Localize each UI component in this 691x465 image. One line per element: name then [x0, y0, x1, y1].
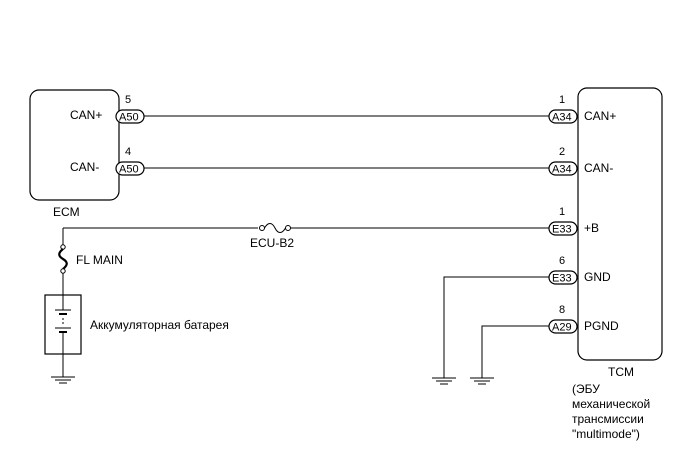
gnd-ground-icon — [432, 377, 456, 385]
ecm-connector-label-2: A50 — [119, 164, 139, 176]
tcm-pin-can-minus-signal: CAN- — [584, 161, 613, 175]
tcm-connector-label-3: E33 — [552, 224, 572, 236]
gnd-wire — [443, 276, 549, 378]
battery-label: Аккумуляторная батарея — [90, 318, 229, 332]
fl-main-label: FL MAIN — [76, 253, 123, 267]
tcm-description-line-2: механической — [572, 397, 650, 411]
tcm-pin-pgnd-signal: PGND — [584, 319, 619, 333]
ecu-b2-fuse-icon — [259, 223, 291, 233]
tcm-pin-can-minus-number: 2 — [559, 146, 565, 158]
tcm-pin-pgnd-number: 8 — [559, 304, 565, 316]
tcm-label: TCM — [608, 365, 634, 379]
tcm-pin-gnd-number: 6 — [559, 255, 565, 267]
fl-main-fusible-link-icon — [58, 244, 68, 274]
ecm-pin-can-minus-signal: CAN- — [70, 160, 99, 174]
tcm-connector-a34-can-plus — [548, 109, 578, 124]
pgnd-ground-icon — [470, 377, 494, 385]
ecm-pin-can-minus-number: 4 — [125, 146, 131, 158]
ecm-label: ECM — [53, 205, 80, 219]
battery-ground-icon — [51, 376, 75, 384]
tcm-connector-label-5: A29 — [552, 322, 572, 334]
tcm-connector-label-4: E33 — [552, 273, 572, 285]
tcm-connector-label-2: A34 — [552, 164, 572, 176]
ecm-connector-label-1: A50 — [119, 112, 139, 124]
tcm-description-line-1: (ЭБУ — [572, 382, 600, 396]
tcm-connector-a34-can-minus — [548, 161, 578, 176]
tcm-description-line-3: трансмиссии — [572, 412, 644, 426]
battery-icon — [55, 295, 71, 354]
tcm-block — [577, 87, 663, 361]
tcm-pin-can-plus-signal: CAN+ — [584, 109, 616, 123]
pgnd-wire — [481, 325, 549, 378]
tcm-pin-b-plus-signal: +B — [584, 221, 599, 235]
tcm-connector-label-1: A34 — [552, 112, 572, 124]
tcm-pin-can-plus-number: 1 — [559, 94, 565, 106]
ecm-pin-can-plus-number: 5 — [125, 94, 131, 106]
tcm-description-line-4: "multimode") — [572, 427, 640, 441]
ecm-block — [29, 89, 120, 201]
ecm-pin-can-plus-signal: CAN+ — [70, 108, 102, 122]
tcm-pin-b-plus-number: 1 — [559, 206, 565, 218]
ecu-b2-fuse-label: ECU-B2 — [250, 236, 294, 250]
tcm-pin-gnd-signal: GND — [584, 270, 611, 284]
